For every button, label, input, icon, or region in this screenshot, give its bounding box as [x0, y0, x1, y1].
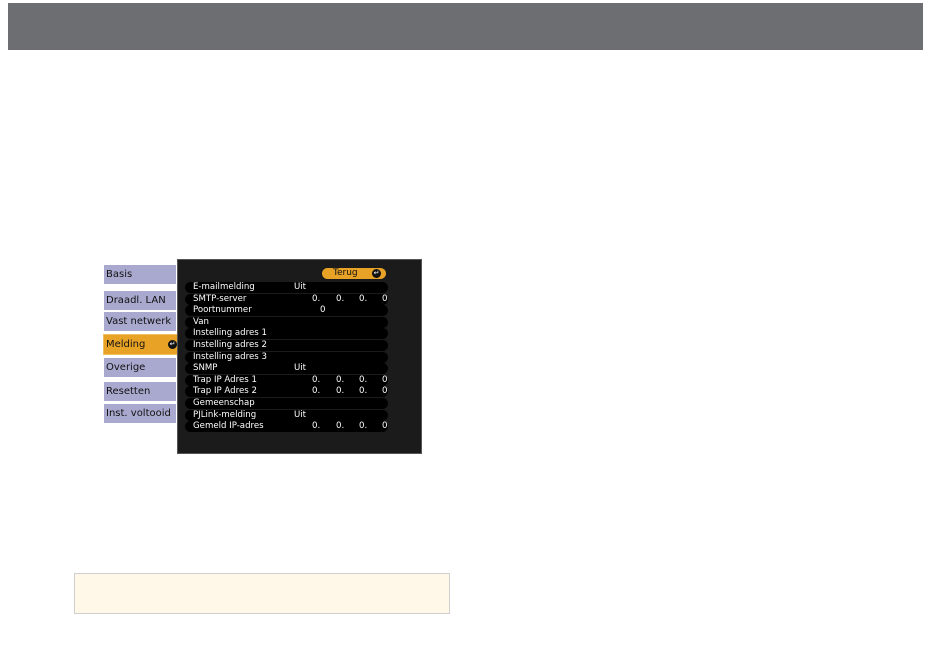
setting-label: E-mailmelding [193, 282, 255, 292]
tab-label: Overige [106, 362, 146, 373]
setting-row-gemeld-ip-adres[interactable]: Gemeld IP-adres 0. 0. 0. 0 [185, 421, 388, 433]
setting-row-snmp[interactable]: SNMP Uit [185, 363, 388, 375]
setting-label: Instelling adres 3 [193, 351, 267, 362]
back-button[interactable]: Terug ↵ [322, 268, 386, 279]
tab-draadl-lan[interactable]: Draadl. LAN [103, 290, 177, 311]
setting-label: PJLink-melding [193, 409, 257, 420]
ip-octet: 0. [359, 421, 368, 432]
tab-label: Melding [106, 339, 146, 350]
note-box [74, 573, 450, 614]
ip-octet: 0. [336, 421, 345, 432]
setting-row-smtp-server[interactable]: SMTP-server 0. 0. 0. 0 [185, 293, 388, 305]
setting-value: Uit [294, 363, 307, 374]
setting-row-e-mailmelding[interactable]: E-mailmelding Uit [185, 282, 388, 293]
setting-row-instelling-adres-2[interactable]: Instelling adres 2 [185, 340, 388, 351]
ip-octet: 0 [382, 293, 388, 304]
ip-octet: 0. [359, 386, 368, 397]
tab-vast-netwerk[interactable]: Vast netwerk [103, 311, 177, 332]
setting-label: Gemeld IP-adres [193, 421, 264, 432]
setting-row-trap-ip-adres-2[interactable]: Trap IP Adres 2 0. 0. 0. 0 [185, 386, 388, 398]
setting-row-pjlink-melding[interactable]: PJLink-melding Uit [185, 409, 388, 421]
setting-value: Uit [294, 409, 307, 420]
back-button-label: Terug [333, 268, 358, 278]
setting-label: Trap IP Adres 2 [193, 386, 257, 397]
port-value: 0 [320, 305, 326, 316]
setting-label: Gemeenschap [193, 398, 255, 408]
ip-octet: 0. [336, 374, 345, 385]
setting-row-instelling-adres-3[interactable]: Instelling adres 3 [185, 351, 388, 363]
setting-label: Van [193, 316, 209, 327]
setting-label: Trap IP Adres 1 [193, 374, 257, 385]
enter-icon: ↵ [372, 269, 381, 278]
tab-label: Inst. voltooid [106, 408, 171, 419]
ip-octet: 0 [382, 421, 388, 432]
setting-label: Poortnummer [193, 305, 252, 316]
setting-row-gemeenschap[interactable]: Gemeenschap [185, 398, 388, 409]
setting-row-van[interactable]: Van [185, 316, 388, 328]
ip-octet: 0 [382, 374, 388, 385]
tab-label: Draadl. LAN [106, 295, 166, 306]
ip-octet: 0. [312, 386, 321, 397]
enter-icon: ↵ [168, 340, 177, 349]
ip-octet: 0. [312, 421, 321, 432]
ip-octet: 0. [312, 293, 321, 304]
header-bar [8, 3, 923, 50]
setting-row-poortnummer[interactable]: Poortnummer 0 [185, 305, 388, 317]
ip-octet: 0. [336, 293, 345, 304]
tab-melding[interactable]: Melding ↵ [103, 334, 181, 355]
tab-label: Basis [106, 269, 133, 280]
setting-label: SMTP-server [193, 293, 247, 304]
setting-label: Instelling adres 1 [193, 328, 267, 339]
tab-label: Vast netwerk [106, 316, 172, 327]
setting-row-instelling-adres-1[interactable]: Instelling adres 1 [185, 328, 388, 340]
tab-basis[interactable]: Basis [103, 264, 177, 285]
ip-octet: 0. [359, 293, 368, 304]
ip-octet: 0. [336, 386, 345, 397]
ip-octet: 0. [312, 374, 321, 385]
ip-octet: 0 [382, 386, 388, 397]
tab-resetten[interactable]: Resetten [103, 381, 177, 402]
ip-octet: 0. [359, 374, 368, 385]
setting-row-trap-ip-adres-1[interactable]: Trap IP Adres 1 0. 0. 0. 0 [185, 374, 388, 386]
setting-label: Instelling adres 2 [193, 340, 267, 350]
setting-value: Uit [294, 282, 307, 292]
tab-label: Resetten [106, 386, 151, 397]
tab-inst-voltooid[interactable]: Inst. voltooid [103, 403, 177, 424]
setting-label: SNMP [193, 363, 218, 374]
tab-overige[interactable]: Overige [103, 357, 177, 378]
